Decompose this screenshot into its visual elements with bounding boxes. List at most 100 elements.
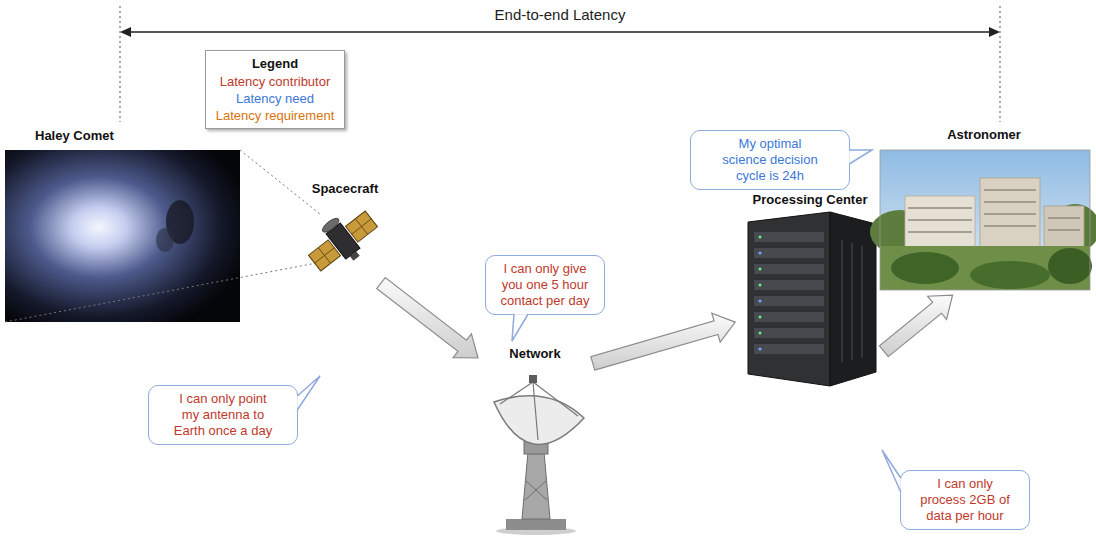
- span-label: End-to-end Latency: [360, 6, 760, 23]
- spacecraft-figure: Spacecraft: [305, 181, 385, 280]
- rack-unit: [754, 312, 824, 322]
- building: [1044, 206, 1084, 248]
- spacecraft-antenna: [320, 216, 341, 235]
- dish-strut: [533, 382, 578, 416]
- tree: [970, 261, 1050, 289]
- figure-label: Network: [509, 346, 560, 362]
- legend-entry: Latency need: [212, 90, 338, 107]
- constraint-callout: I can only give you one 5 hour contact p…: [485, 255, 605, 315]
- comet-figure: Haley Comet: [5, 128, 240, 323]
- callout-text: I can only process 2GB of data per hour: [918, 476, 1013, 524]
- window-row: [984, 213, 1036, 215]
- dish-feed: [529, 375, 537, 383]
- server-rack-icon: [748, 212, 876, 386]
- status-light: [758, 283, 761, 286]
- status-light: [758, 315, 761, 318]
- need-callout: My optimal science decision cycle is 24h: [690, 130, 850, 190]
- dish-strut: [533, 382, 538, 440]
- tree: [891, 252, 959, 284]
- status-light: [758, 267, 761, 270]
- rack-unit: [754, 328, 824, 338]
- callout-tail-fill: [297, 376, 320, 410]
- dish-lattice: [525, 480, 547, 500]
- status-light: [758, 347, 761, 350]
- view-line: [240, 150, 320, 214]
- spacecraft-thruster: [350, 251, 360, 261]
- status-light: [758, 251, 761, 254]
- comet-image: [5, 150, 240, 322]
- legend-text: Latency contributor: [220, 74, 331, 89]
- constraint-callout: I can only process 2GB of data per hour: [900, 470, 1030, 530]
- legend-text: Latency requirement: [216, 108, 335, 123]
- status-light: [758, 235, 761, 238]
- figure-label: Processing Center: [753, 192, 868, 208]
- processing-figure: Processing Center: [740, 192, 880, 390]
- flow-arrow: [879, 295, 952, 356]
- rack-unit: [754, 296, 824, 306]
- dish-pedestal: [522, 452, 550, 519]
- building: [980, 178, 1040, 248]
- rack-unit: [754, 280, 824, 290]
- legend-entry: Latency contributor: [212, 73, 338, 90]
- callout-tail-fill: [882, 450, 901, 492]
- panel-grid: [352, 219, 372, 234]
- figure-label: Haley Comet: [35, 128, 114, 144]
- callout-tail-outline: [849, 150, 872, 164]
- span-guide: [1000, 6, 1001, 122]
- rack-unit: [754, 344, 824, 354]
- window-row: [984, 201, 1036, 203]
- callout-tail-outline: [297, 376, 320, 410]
- dish-reflector: [494, 396, 584, 445]
- window-row: [908, 219, 972, 221]
- callout-tail-fill: [512, 314, 528, 341]
- window-row: [984, 189, 1036, 191]
- legend-box: LegendLatency contributorLatency needLat…: [205, 50, 345, 129]
- window-row: [984, 225, 1036, 227]
- legend-text: Latency need: [236, 91, 314, 106]
- flow-arrow: [591, 313, 735, 370]
- dish-strut: [500, 382, 533, 404]
- rack-vent: [861, 246, 863, 358]
- callout-tail-outline: [512, 314, 528, 341]
- span-arrowhead: [989, 27, 1000, 37]
- spacecraft-icon: [300, 200, 385, 281]
- view-line: [5, 262, 322, 322]
- comet-shadow: [156, 228, 174, 252]
- span-arrowhead: [120, 27, 131, 37]
- network-figure: Network: [482, 346, 588, 534]
- dish-lattice: [525, 480, 547, 500]
- window-row: [908, 207, 972, 209]
- dish-base: [506, 519, 566, 530]
- tree: [1048, 248, 1092, 284]
- callout-text: My optimal science decision cycle is 24h: [720, 136, 820, 184]
- window-row: [908, 231, 972, 233]
- window-row: [1048, 229, 1080, 231]
- legend-title: Legend: [212, 55, 338, 73]
- flow-arrow: [377, 278, 478, 358]
- astronomer-figure: Astronomer: [878, 127, 1090, 292]
- status-light: [758, 331, 761, 334]
- status-light: [758, 299, 761, 302]
- span-arrow: [128, 31, 992, 33]
- campus-photo: [870, 150, 1096, 290]
- rack-unit: [754, 232, 824, 242]
- legend-entry: Latency requirement: [212, 107, 338, 124]
- building: [905, 196, 975, 248]
- figure-label: Spacecraft: [312, 181, 378, 197]
- rack-front: [748, 212, 830, 386]
- rack-side: [830, 212, 876, 386]
- span-guide: [120, 6, 121, 122]
- antenna-dish-icon: [494, 375, 584, 535]
- rack-unit: [754, 248, 824, 258]
- constraint-callout: I can only point my antenna to Earth onc…: [148, 385, 298, 445]
- callout-text: I can only give you one 5 hour contact p…: [495, 261, 595, 309]
- callout-text: I can only point my antenna to Earth onc…: [171, 391, 275, 439]
- figure-label: Astronomer: [947, 127, 1021, 143]
- panel-grid: [315, 248, 335, 263]
- photo-frame: [880, 150, 1090, 290]
- window-row: [1048, 217, 1080, 219]
- rack-vent: [851, 243, 853, 360]
- rack-unit: [754, 264, 824, 274]
- callout-tail-outline: [882, 450, 901, 492]
